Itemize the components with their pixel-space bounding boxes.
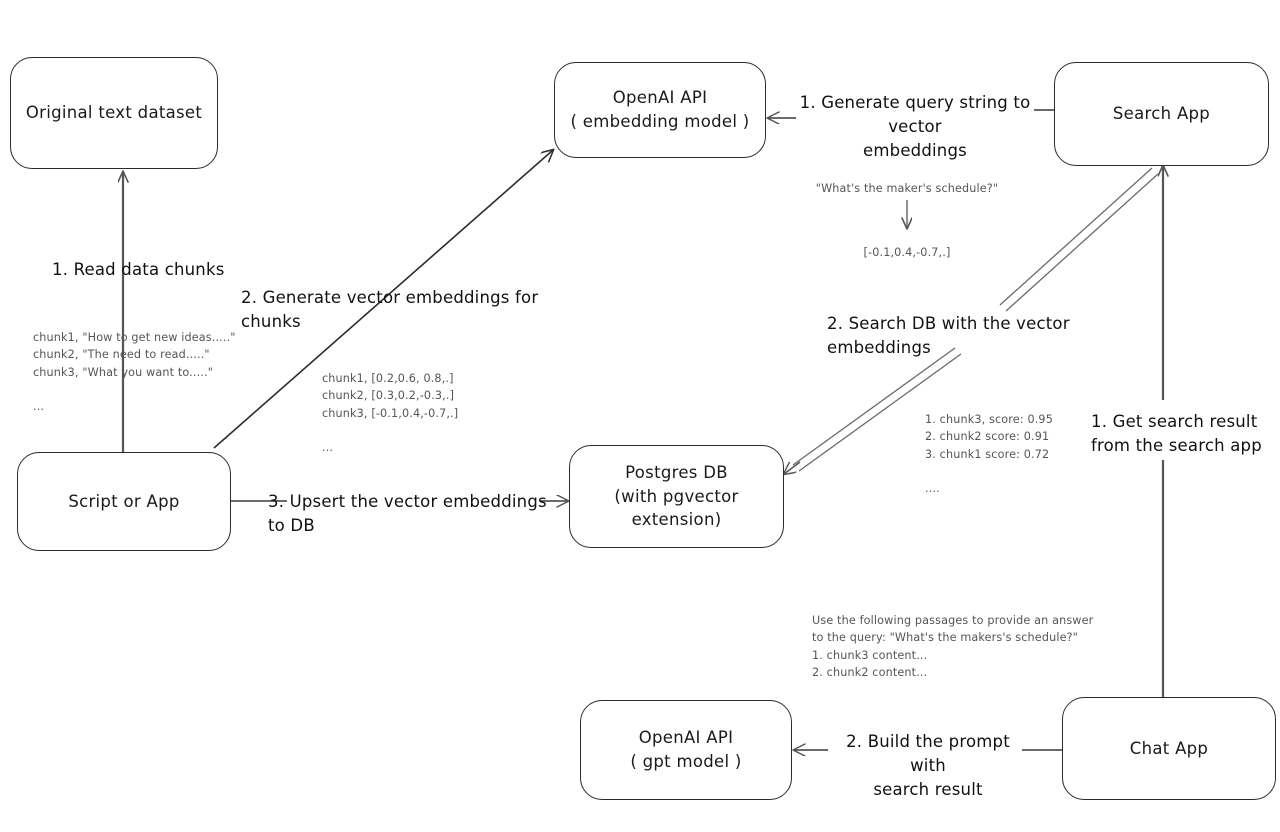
node-label: Script or App <box>68 491 180 511</box>
edge-label-read-data-chunks: 1. Read data chunks <box>52 260 225 279</box>
edge-label-upsert-to-db: 3. Upsert the vector embeddings to DB <box>268 492 547 535</box>
note-prompt-text: Use the following passages to provide an… <box>812 614 1094 680</box>
node-chat-app[interactable]: Chat App <box>1062 697 1276 800</box>
node-label-line2: ( gpt model ) <box>630 752 742 771</box>
node-label-line2: ( embedding model ) <box>570 112 750 131</box>
node-search-app[interactable]: Search App <box>1054 62 1269 166</box>
node-openai-api-embedding[interactable]: OpenAI API ( embedding model ) <box>554 62 766 158</box>
node-script-or-app[interactable]: Script or App <box>17 452 231 551</box>
node-label: Search App <box>1112 104 1211 124</box>
note-source-chunks: chunk1, "How to get new ideas....." chun… <box>33 331 236 414</box>
note-chunk-vectors: chunk1, [0.2,0.6, 0.8,.] chunk2, [0.3,0.… <box>322 372 459 455</box>
edge-label-generate-query-embedding: 1. Generate query string to vector embed… <box>799 93 1031 160</box>
edge-label-build-prompt: 2. Build the prompt with search result <box>846 732 1010 799</box>
node-label: Original text dataset <box>25 103 203 123</box>
note-query-vector: [-0.1,0.4,-0.7,.] <box>863 246 951 259</box>
edge-label-search-db: 2. Search DB with the vector embeddings <box>827 314 1070 357</box>
node-label-line2: (with pgvector extension) <box>614 486 739 530</box>
note-query-text: "What's the maker's schedule?" <box>815 182 999 195</box>
node-label-line1: OpenAI API <box>612 88 708 108</box>
edge-label-get-search-result: 1. Get search result from the search app <box>1091 412 1262 455</box>
note-search-results: 1. chunk3, score: 0.95 2. chunk2 score: … <box>925 413 1053 496</box>
node-label-line1: OpenAI API <box>638 728 734 748</box>
node-original-text-dataset[interactable]: Original text dataset <box>10 57 218 169</box>
node-openai-api-gpt[interactable]: OpenAI API ( gpt model ) <box>580 700 792 800</box>
node-postgres-db[interactable]: Postgres DB (with pgvector extension) <box>569 445 784 548</box>
node-label-line1: Postgres DB <box>625 462 728 482</box>
node-label: Chat App <box>1129 738 1209 758</box>
edge-label-generate-vector-embeddings: 2. Generate vector embeddings for chunks <box>241 288 539 331</box>
